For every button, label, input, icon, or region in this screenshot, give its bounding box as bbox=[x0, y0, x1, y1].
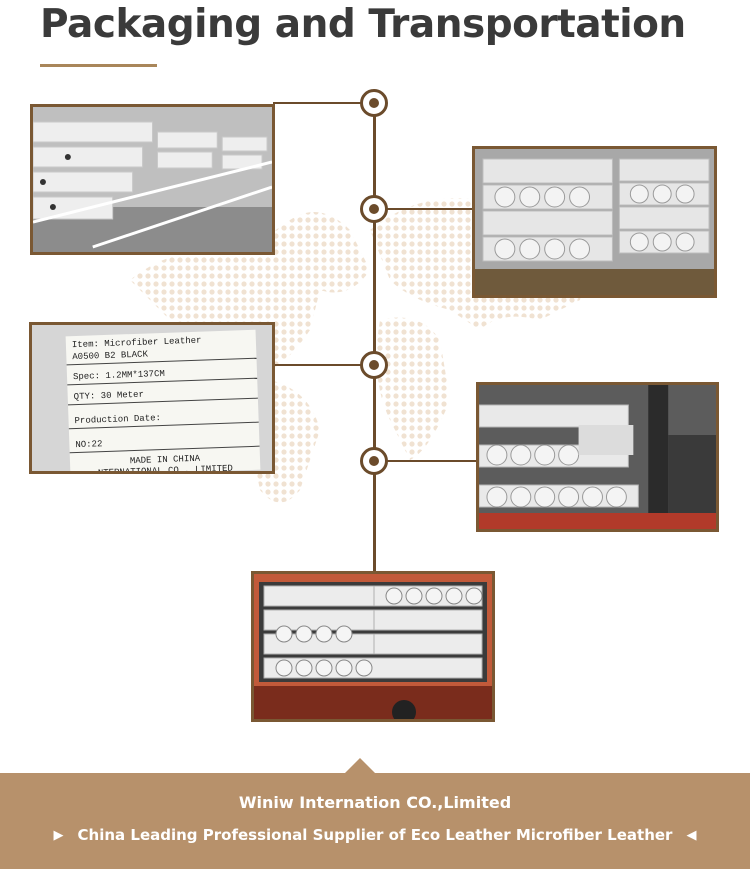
label-spec: Spec: 1.2MM*137CM bbox=[66, 363, 258, 386]
timeline-connector-4 bbox=[375, 460, 477, 462]
label-production-date: Production Date: bbox=[68, 407, 259, 430]
product-label-photo: Item: Microfiber Leather A0500 B2 BLACK … bbox=[29, 322, 275, 474]
company-tagline-row: ▶ China Leading Professional Supplier of … bbox=[0, 826, 750, 844]
company-name: Winiw Internation CO.,Limited bbox=[238, 793, 512, 812]
timeline-node-2 bbox=[360, 195, 388, 223]
timeline-line bbox=[373, 103, 376, 571]
company-tagline: China Leading Professional Supplier of E… bbox=[77, 826, 673, 844]
timeline-node-1 bbox=[360, 89, 388, 117]
triangle-right-icon: ▶ bbox=[53, 828, 64, 843]
product-label-sheet: Item: Microfiber Leather A0500 B2 BLACK … bbox=[65, 329, 261, 471]
title-underline bbox=[40, 64, 157, 67]
warehouse-photo bbox=[30, 104, 275, 255]
timeline-connector-3 bbox=[274, 364, 375, 366]
page-title: Packaging and Transportation bbox=[40, 2, 686, 47]
footer-notch bbox=[344, 758, 376, 774]
timeline-node-3 bbox=[360, 351, 388, 379]
stacked-rolls-photo bbox=[472, 146, 717, 298]
loaded-truck-photo bbox=[251, 571, 495, 722]
triangle-left-icon: ◀ bbox=[686, 828, 697, 843]
truck-loading-photo bbox=[476, 382, 719, 532]
label-qty: QTY: 30 Meter bbox=[67, 383, 258, 406]
timeline-connector-2 bbox=[375, 208, 473, 210]
timeline-connector-1 bbox=[273, 102, 375, 104]
timeline-node-4 bbox=[360, 447, 388, 475]
footer-banner bbox=[0, 773, 750, 869]
